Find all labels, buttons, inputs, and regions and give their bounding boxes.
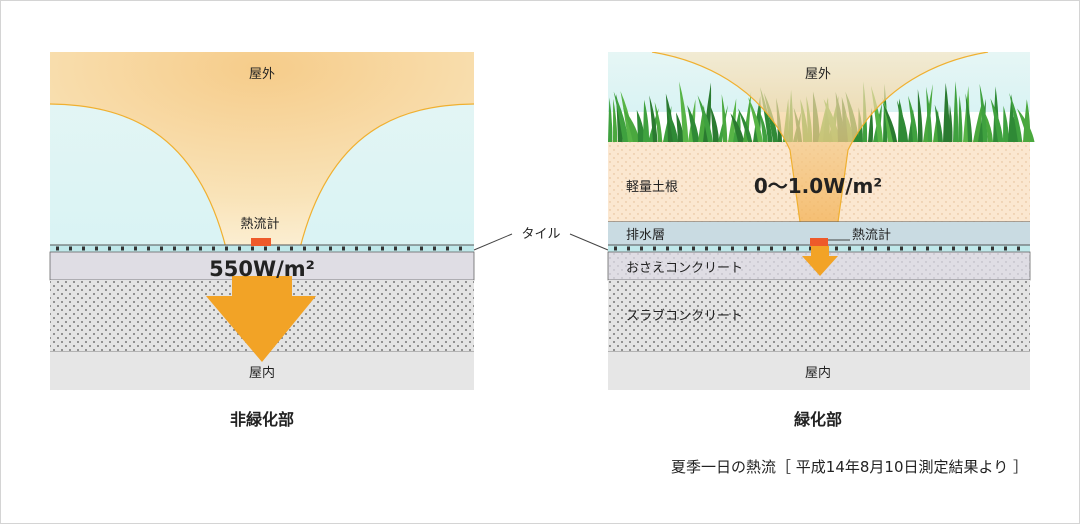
heat-funnel xyxy=(652,52,988,222)
tile-label: タイル xyxy=(521,227,560,242)
panel-caption: 非緑化部 xyxy=(230,410,294,429)
slab-label: スラブコンクリート xyxy=(626,308,743,324)
indoor-label: 屋内 xyxy=(805,365,831,381)
topping-label: おさえコンクリート xyxy=(626,261,743,276)
heat-flux-value: 0〜1.0W/m² xyxy=(754,174,882,198)
outdoor-label: 屋外 xyxy=(249,67,275,82)
heat-flux-sensor xyxy=(251,238,271,246)
heat-flow-arrow xyxy=(802,246,838,276)
outdoor-label: 屋外 xyxy=(805,67,831,82)
tile-callout: タイル xyxy=(473,227,609,251)
right-panel: 屋外 軽量土根 0〜1.0W/m² 排水層 熱流計 おさえコンクリート スラブコ… xyxy=(607,52,1035,429)
tile-layer xyxy=(50,245,474,252)
heat-flux-value: 550W/m² xyxy=(209,257,315,281)
sensor-label: 熱流計 xyxy=(240,216,279,232)
indoor-area xyxy=(608,352,1030,390)
heat-flow-arrow xyxy=(206,276,316,362)
panel-caption: 緑化部 xyxy=(794,410,842,429)
heat-funnel xyxy=(50,52,474,248)
drainage-label: 排水層 xyxy=(626,228,665,243)
footer-note: 夏季一日の熱流［ 平成14年8月10日測定結果より ］ xyxy=(671,458,1028,476)
sensor-label: 熱流計 xyxy=(852,227,891,243)
heat-flux-sensor xyxy=(810,238,828,246)
soil-label: 軽量土根 xyxy=(626,180,678,195)
left-panel: 屋外 熱流計 550W/m² 屋内 非緑化部 xyxy=(49,52,475,429)
indoor-label: 屋内 xyxy=(249,365,275,381)
